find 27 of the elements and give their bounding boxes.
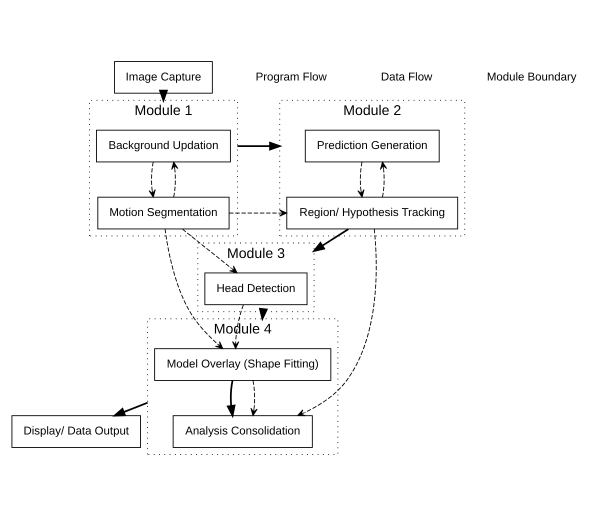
arrow bbox=[380, 162, 388, 198]
arrow bbox=[226, 380, 236, 418]
node-box: Model Overlay (Shape Fitting) bbox=[154, 348, 332, 381]
arrow bbox=[158, 90, 168, 103]
node-box: Prediction Generation bbox=[304, 130, 440, 162]
arrow bbox=[312, 228, 349, 252]
node-box: Motion Segmentation bbox=[97, 196, 230, 230]
legend-label: Program Flow bbox=[256, 71, 327, 84]
arrow bbox=[357, 162, 364, 198]
arrow bbox=[232, 304, 244, 350]
arrow bbox=[182, 228, 238, 274]
arrow bbox=[258, 308, 268, 322]
node-box: Analysis Consolidation bbox=[172, 415, 313, 448]
node-box: Display/ Data Output bbox=[12, 415, 141, 448]
arrow bbox=[148, 162, 156, 198]
arrow bbox=[112, 402, 148, 417]
node-box: Region/ Hypothesis Tracking bbox=[286, 196, 458, 230]
arrow bbox=[237, 141, 282, 151]
legend-label: Data Flow bbox=[380, 71, 432, 84]
arrow bbox=[297, 228, 377, 416]
arrow bbox=[250, 380, 258, 416]
legend-label: Module Boundary bbox=[486, 71, 577, 84]
arrow bbox=[171, 162, 178, 198]
arrow bbox=[164, 228, 224, 350]
arrow bbox=[228, 209, 288, 217]
node-box: Head Detection bbox=[204, 272, 308, 306]
node-box: Background Updation bbox=[96, 130, 231, 162]
